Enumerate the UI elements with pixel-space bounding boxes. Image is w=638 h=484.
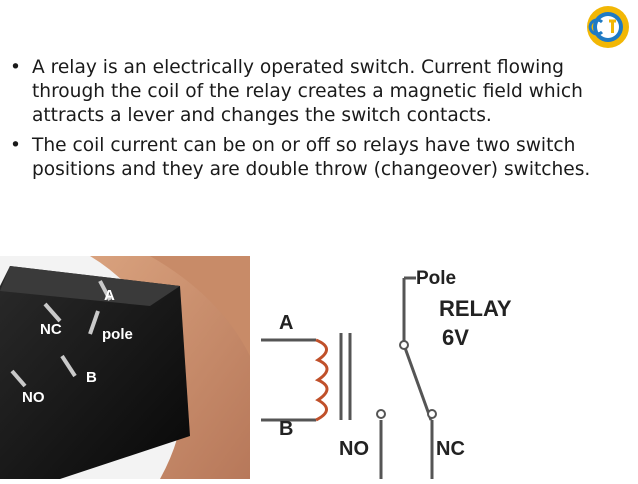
bullet-text: The coil current can be on or off so rel… <box>32 135 591 180</box>
bullet-list: • A relay is an electrically operated sw… <box>10 56 620 188</box>
label-voltage: 6V <box>442 325 469 350</box>
label-pole: Pole <box>416 268 457 289</box>
relay-photo: A NC pole B NO <box>0 256 250 479</box>
photo-label-pole: pole <box>102 326 133 343</box>
circular-emblem-icon <box>587 6 629 48</box>
relay-schematic: Pole RELAY 6V A B NO NC <box>256 268 536 479</box>
bullet-text: A relay is an electrically operated swit… <box>32 57 583 126</box>
relay-schematic-diagram <box>261 276 437 479</box>
label-relay: RELAY <box>439 296 512 321</box>
photo-label-no: NO <box>22 389 45 406</box>
label-a: A <box>279 312 294 334</box>
label-b: B <box>279 418 294 440</box>
bullet-dot: • <box>10 57 21 78</box>
coil-icon <box>314 338 329 422</box>
label-nc: NC <box>436 438 465 460</box>
bullet-item: • The coil current can be on or off so r… <box>10 134 620 182</box>
logo <box>583 4 633 50</box>
photo-label-b: B <box>86 369 97 386</box>
photo-label-a: A <box>104 287 115 304</box>
bullet-dot: • <box>10 135 21 156</box>
bullet-item: • A relay is an electrically operated sw… <box>10 56 620 128</box>
relay-photo-illustration <box>0 256 250 479</box>
photo-label-nc: NC <box>40 321 62 338</box>
label-no: NO <box>339 438 369 460</box>
